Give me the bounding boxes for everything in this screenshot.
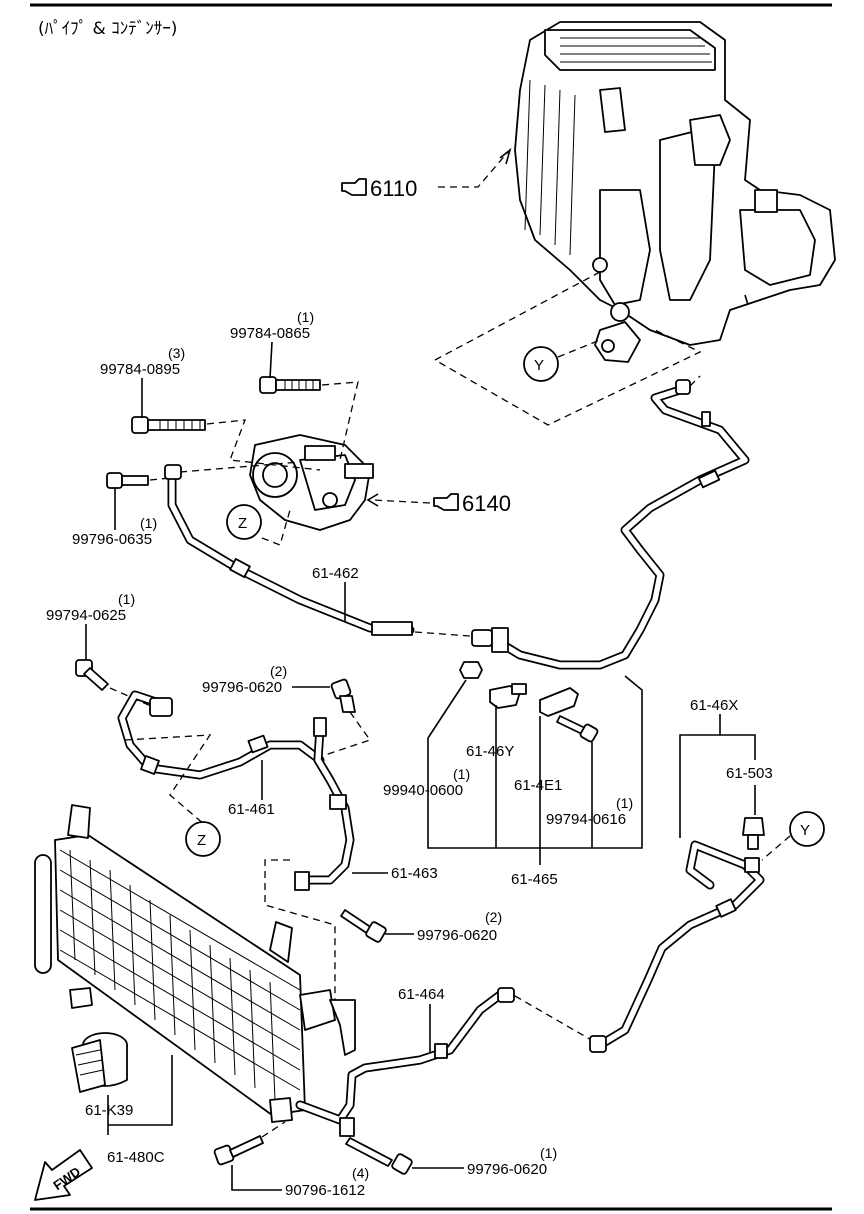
label-99784-0865[interactable]: 99784-0865 — [230, 325, 310, 342]
marker-z-lower — [185, 821, 221, 857]
bolt-99794-0616 — [556, 715, 599, 743]
label-99794-0616[interactable]: 99794-0616 — [546, 811, 626, 828]
qty-99796-0620-a: (2) — [270, 663, 287, 679]
label-61-46X[interactable]: 61-46X — [690, 697, 738, 714]
ref-6110-label: 6110 — [370, 176, 417, 201]
bracket-61-4E1 — [539, 687, 579, 717]
bolt-99794-0625 — [75, 659, 109, 691]
label-61-K39[interactable]: 61-K39 — [85, 1102, 133, 1119]
bolt-99784-0895 — [131, 416, 206, 434]
marker-y-upper-label: Y — [534, 357, 544, 374]
bolt-99796-0635 — [106, 472, 149, 489]
receiver-61-K39 — [71, 1032, 128, 1093]
qty-90796-1612: (4) — [352, 1165, 369, 1181]
qty-99784-0895: (3) — [168, 345, 185, 361]
marker-y-upper — [523, 346, 559, 382]
label-61-464[interactable]: 61-464 — [398, 986, 445, 1003]
pressure-switch-61-503 — [742, 817, 765, 850]
label-99796-0620-a[interactable]: 99796-0620 — [202, 679, 282, 696]
label-61-461[interactable]: 61-461 — [228, 801, 275, 818]
label-90796-1612[interactable]: 90796-1612 — [285, 1182, 365, 1199]
label-61-503[interactable]: 61-503 — [726, 765, 773, 782]
clip-61-46Y — [489, 683, 527, 709]
label-61-46Y[interactable]: 61-46Y — [466, 743, 514, 760]
label-99940-0600[interactable]: 99940-0600 — [383, 782, 463, 799]
label-99794-0625[interactable]: 99794-0625 — [46, 607, 126, 624]
bolt-99784-0865 — [259, 376, 321, 394]
marker-z-upper — [226, 504, 262, 540]
label-99796-0620-b[interactable]: 99796-0620 — [417, 927, 497, 944]
label-61-4E1[interactable]: 61-4E1 — [514, 777, 562, 794]
diagram-title: (ﾊﾟｲﾌﾟ & ｺﾝﾃﾞﾝｻｰ) — [38, 19, 177, 39]
bolt-99796-0620-lower — [345, 1137, 413, 1175]
label-61-480C[interactable]: 61-480C — [107, 1149, 165, 1166]
label-61-462[interactable]: 61-462 — [312, 565, 359, 582]
bolt-99796-0620-upper — [330, 678, 356, 713]
ref-6140-label: 6140 — [462, 491, 511, 516]
fwd-arrow-icon — [34, 1149, 93, 1201]
marker-z-lower-label: Z — [197, 832, 206, 849]
marker-y-lower — [789, 811, 825, 847]
qty-99796-0620-c: (1) — [540, 1145, 557, 1161]
pointing-hand-icon — [341, 178, 367, 196]
qty-99794-0616: (1) — [616, 795, 633, 811]
qty-99796-0635: (1) — [140, 515, 157, 531]
qty-99940-0600: (1) — [453, 766, 470, 782]
label-61-465[interactable]: 61-465 — [511, 871, 558, 888]
label-99784-0895[interactable]: 99784-0895 — [100, 361, 180, 378]
marker-z-upper-label: Z — [238, 515, 247, 532]
label-61-463[interactable]: 61-463 — [391, 865, 438, 882]
heater-unit-drawing — [514, 21, 836, 363]
pointing-hand-icon — [433, 493, 459, 511]
marker-y-lower-label: Y — [800, 822, 810, 839]
qty-99794-0625: (1) — [118, 591, 135, 607]
compressor-drawing — [249, 434, 374, 531]
nut-99940-0600 — [459, 661, 483, 679]
bolt-90796-1612 — [213, 1135, 264, 1166]
label-99796-0635[interactable]: 99796-0635 — [72, 531, 152, 548]
label-99796-0620-c[interactable]: 99796-0620 — [467, 1161, 547, 1178]
ref-6140[interactable]: 6140 — [433, 491, 511, 516]
bolt-99796-0620-mid — [340, 909, 387, 943]
qty-99784-0865: (1) — [297, 309, 314, 325]
ref-6110[interactable]: 6110 — [341, 176, 417, 201]
qty-99796-0620-b: (2) — [485, 909, 502, 925]
